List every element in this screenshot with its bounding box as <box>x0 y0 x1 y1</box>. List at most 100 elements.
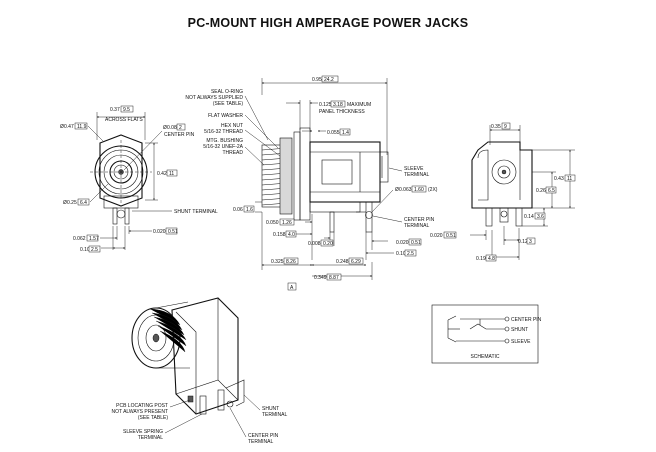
outer-dia-value: 0.47 <box>64 124 74 130</box>
inner-dia-value: 0.25 <box>67 200 77 206</box>
center-pin-term-label: CENTER PIN <box>404 217 435 223</box>
dim-d-value: 0.020 <box>396 240 409 246</box>
washer-thk-mm: 1.4 <box>342 130 349 136</box>
center-pin-label: CENTER PIN <box>164 132 195 138</box>
rear-top-width-mm: 9 <box>504 124 507 130</box>
schematic-sleeve-node <box>504 338 510 344</box>
dim-f-mm: 8.26 <box>286 259 296 265</box>
seal-note: NOT ALWAYS SUPPLIED <box>185 95 243 101</box>
schematic-sleeve-label: SLEEVE <box>511 339 531 345</box>
schematic-frame <box>431 304 539 364</box>
dim-a-mm: 1.26 <box>282 220 292 226</box>
schematic-center-pin-node <box>504 316 510 322</box>
panel-thk-label: MAXIMUM <box>347 102 371 108</box>
rear-pin-height-value: 0.14 <box>524 214 534 220</box>
hole-count: (2X) <box>428 187 438 193</box>
rear-view: 0.35 9 0.43 11 0.26 6.5 0.14 3.6 <box>430 122 576 262</box>
iso-center-pin-label: CENTER PIN <box>248 433 279 439</box>
pin-width-mm: 0.51 <box>168 229 178 235</box>
schematic: CENTER PIN SHUNT SLEEVE SCHEMATIC <box>431 304 542 364</box>
rear-bottom-width-value: 0.19 <box>476 256 486 262</box>
datum-label: A <box>290 285 294 291</box>
sleeve-term-label2: TERMINAL <box>404 172 430 178</box>
dim-c-mm: 0.20 <box>323 241 333 247</box>
height-mm: 11 <box>169 171 174 177</box>
dim-h-value: 0.349 <box>314 275 327 281</box>
inner-dia-mm: 6.4 <box>80 200 87 206</box>
bushing-thread: 5/16-32 UNEF-2A <box>203 144 243 150</box>
panel-thk-mm: 3.18 <box>333 102 343 108</box>
overall-length-value: 0.95 <box>312 77 322 83</box>
hex-nut-thread: 5/16-32 THREAD <box>204 129 243 135</box>
hole-dia-value: 0.063 <box>399 187 412 193</box>
offset-a-mm: 1.57 <box>89 236 99 242</box>
hole-dia-symbol: Ø <box>395 187 399 193</box>
rear-pin-height-mm: 3.6 <box>537 214 544 220</box>
rear-mid-height-mm: 6.5 <box>548 188 555 194</box>
hex-nut <box>279 137 293 215</box>
page-title: PC-MOUNT HIGH AMPERAGE POWER JACKS <box>188 16 469 30</box>
iso-view: PCB LOCATING POST NOT ALWAYS PRESENT (SE… <box>112 297 288 445</box>
rear-top-width-value: 0.35 <box>491 124 501 130</box>
dim-h-mm: 8.87 <box>329 275 339 281</box>
dim-g-mm: 6.29 <box>351 259 361 265</box>
schematic-shunt-node <box>504 326 510 332</box>
flat-washer-label: FLAT WASHER <box>208 113 243 119</box>
across-flats-mm: 9.5 <box>123 107 130 113</box>
sleeve-spring-label2: TERMINAL <box>138 435 164 441</box>
side-view: 0.95 24.2 SEAL O-RING NOT ALWAYS SUPPLIE… <box>185 75 438 291</box>
rear-pitch-value: 0.12 <box>518 239 528 245</box>
washer-thk-value: 0.055 <box>327 130 340 136</box>
sleeve-spring-label: SLEEVE SPRING <box>123 429 163 435</box>
shunt-label2: TERMINAL <box>262 412 288 418</box>
dim-f-value: 0.325 <box>271 259 284 265</box>
pcb-post-label: PCB LOCATING POST <box>116 403 168 409</box>
sleeve-term-label: SLEEVE <box>404 166 424 172</box>
hex-nut-label: HEX NUT <box>221 123 243 129</box>
height-value: 0.42 <box>157 171 167 177</box>
dim-c-value: 0.008 <box>308 241 321 247</box>
dim-e-value: 0.10 <box>396 251 406 257</box>
rear-pin-thk-mm: 0.51 <box>446 233 456 239</box>
hex-nut-outline <box>99 134 143 207</box>
datum-box <box>287 282 297 291</box>
schematic-center-pin-label: CENTER PIN <box>511 317 542 323</box>
shunt-terminal-label: SHUNT TERMINAL <box>174 209 218 215</box>
offset-a-value: 0.062 <box>73 236 86 242</box>
jack-body <box>309 141 381 203</box>
seal-note2: (SEE TABLE) <box>213 101 243 107</box>
iso-center-pin-label2: TERMINAL <box>248 439 274 445</box>
center-pin-term-label2: TERMINAL <box>404 223 430 229</box>
outer-dia-mm: 11.9 <box>77 124 87 130</box>
dim-g-value: 0.248 <box>336 259 349 265</box>
dim-b-mm: 4.0 <box>288 232 295 238</box>
panel-thk-value: 0.125 <box>319 102 332 108</box>
bushing-label: MTG. BUSHING <box>206 138 243 144</box>
panel <box>299 127 311 221</box>
dim-a-value: 0.050 <box>266 220 279 226</box>
rear-pin-thk-value: 0.020 <box>430 233 443 239</box>
dim-b-value: 0.158 <box>273 232 286 238</box>
bushing-thread2: THREAD <box>222 150 243 156</box>
panel-thk-label2: PANEL THICKNESS <box>319 109 365 115</box>
dim-e-mm: 2.5 <box>407 251 414 257</box>
seal-label: SEAL O-RING <box>211 89 243 95</box>
rear-mid-height-value: 0.26 <box>536 188 546 194</box>
pcb-post-note: NOT ALWAYS PRESENT <box>112 409 169 415</box>
schematic-shunt-label: SHUNT <box>511 327 528 333</box>
offset-b-mm: 2.5 <box>91 247 98 253</box>
pcb-post-note2: (SEE TABLE) <box>138 415 168 421</box>
offset-b-value: 0.10 <box>80 247 90 253</box>
overall-length-mm: 24.2 <box>324 77 334 83</box>
outer-dia-symbol: Ø <box>60 124 64 130</box>
inner-dia-symbol: Ø <box>63 200 67 206</box>
rear-bottom-width-mm: 4.8 <box>488 256 495 262</box>
center-pin-dia-value: 0.08 <box>167 125 177 131</box>
front-view: 0.37 9.5 ACROSS FLATS Ø 0.47 11.9 Ø 0.08… <box>60 105 218 253</box>
rear-pitch-mm: 3 <box>529 239 532 245</box>
base-thk-mm: 1.6 <box>246 207 253 213</box>
center-pin-dia-mm: 2 <box>179 125 182 131</box>
center-pin-dia-symbol: Ø <box>163 125 167 131</box>
iso-body <box>171 297 239 415</box>
